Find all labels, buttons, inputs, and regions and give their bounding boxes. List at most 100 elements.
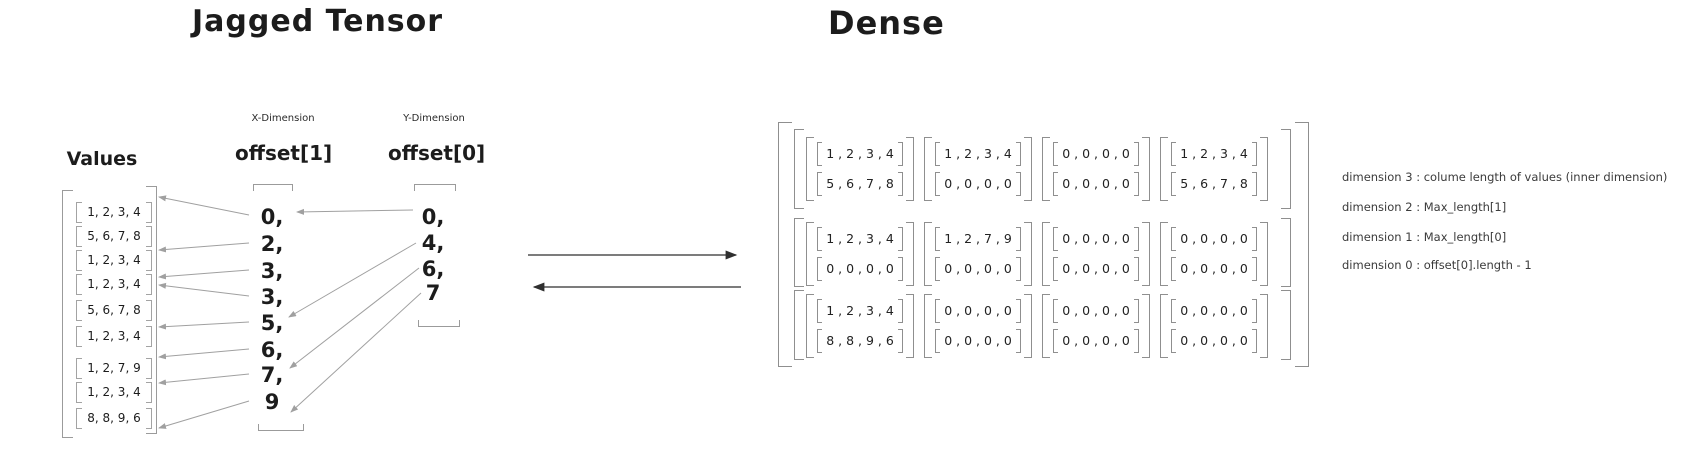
bracket-close-icon — [1134, 299, 1139, 323]
bracket-open-icon — [817, 329, 822, 353]
bracket-close-icon — [146, 250, 152, 271]
bracket-close-icon — [1024, 222, 1032, 286]
values-row: 5, 6, 7, 8 — [76, 300, 152, 321]
bracket-open-icon — [76, 226, 82, 247]
values-label: Values — [66, 148, 138, 170]
dimension-0-annotation: dimension 0 : offset[0].length - 1 — [1342, 258, 1532, 272]
bracket-close-icon — [906, 222, 914, 286]
bracket-close-icon — [906, 137, 914, 201]
bracket-close-icon — [1252, 142, 1257, 166]
dense-group-right-bracket — [1281, 129, 1291, 209]
bracket-open-icon — [1160, 222, 1168, 286]
bracket-close-icon — [1260, 294, 1268, 358]
bracket-close-icon — [1016, 329, 1021, 353]
bracket-close-icon — [898, 227, 903, 251]
bracket-open-icon — [935, 257, 940, 281]
bracket-open-icon — [1171, 299, 1176, 323]
bracket-open-icon — [76, 408, 82, 429]
bracket-close-icon — [1134, 257, 1139, 281]
bracket-open-icon — [1042, 137, 1050, 201]
offset0-to-offset1-arrows — [288, 208, 422, 413]
bracket-open-icon — [1160, 294, 1168, 358]
dense-group-right-bracket — [1281, 290, 1291, 360]
bracket-close-icon — [146, 382, 152, 403]
bracket-close-icon — [1134, 329, 1139, 353]
bracket-close-icon — [146, 358, 152, 379]
bracket-open-icon — [924, 294, 932, 358]
bracket-open-icon — [817, 172, 822, 196]
bracket-close-icon — [898, 299, 903, 323]
values-row: 5, 6, 7, 8 — [76, 226, 152, 247]
bracket-open-icon — [1171, 227, 1176, 251]
values-row: 1, 2, 3, 4 — [76, 382, 152, 403]
offset1-value: 7, — [260, 363, 284, 387]
offset1-value: 2, — [260, 232, 284, 256]
bracket-close-icon — [1134, 227, 1139, 251]
bracket-close-icon — [1134, 142, 1139, 166]
jagged-dense-exchange-arrows — [528, 250, 741, 292]
dimension-1-annotation: dimension 1 : Max_length[0] — [1342, 230, 1507, 244]
values-left-bracket — [62, 190, 73, 438]
offset1-value: 0, — [260, 205, 284, 229]
bracket-close-icon — [1142, 294, 1150, 358]
dense-group-right-bracket — [1281, 218, 1291, 287]
bracket-open-icon — [1171, 329, 1176, 353]
values-row: 1, 2, 3, 4 — [76, 250, 152, 271]
bracket-close-icon — [1024, 294, 1032, 358]
bracket-close-icon — [1016, 172, 1021, 196]
bracket-close-icon — [146, 202, 152, 223]
bracket-open-icon — [1053, 329, 1058, 353]
offset1-value: 3, — [260, 285, 284, 309]
bracket-open-icon — [1053, 142, 1058, 166]
dense-outer-left-bracket — [778, 122, 792, 367]
bracket-close-icon — [146, 274, 152, 295]
bracket-open-icon — [935, 172, 940, 196]
x-dimension-label: X-Dimension — [251, 113, 315, 124]
bracket-close-icon — [1252, 227, 1257, 251]
bracket-close-icon — [1252, 329, 1257, 353]
values-right-bracket — [146, 186, 157, 434]
bracket-open-icon — [76, 326, 82, 347]
bracket-open-icon — [806, 222, 814, 286]
bracket-open-icon — [817, 227, 822, 251]
bracket-close-icon — [898, 172, 903, 196]
bracket-close-icon — [906, 294, 914, 358]
dense-group-left-bracket — [794, 290, 804, 360]
values-row: 1, 2, 7, 9 — [76, 358, 152, 379]
offset1-value: 5, — [260, 311, 284, 335]
bracket-close-icon — [1016, 257, 1021, 281]
values-row: 1, 2, 3, 4 — [76, 202, 152, 223]
offset0-value: 0, — [421, 205, 445, 229]
bracket-close-icon — [1024, 137, 1032, 201]
bracket-open-icon — [924, 137, 932, 201]
bracket-close-icon — [146, 300, 152, 321]
bracket-open-icon — [1053, 299, 1058, 323]
bracket-open-icon — [817, 299, 822, 323]
bracket-open-icon — [76, 300, 82, 321]
bracket-open-icon — [935, 299, 940, 323]
bracket-open-icon — [1160, 137, 1168, 201]
bracket-close-icon — [1142, 222, 1150, 286]
offset1-value: 3, — [260, 259, 284, 283]
y-dimension-label: Y-Dimension — [403, 113, 465, 124]
bracket-open-icon — [1171, 142, 1176, 166]
offset0-value: 7 — [425, 281, 441, 305]
dimension-2-annotation: dimension 2 : Max_length[1] — [1342, 200, 1507, 214]
bracket-close-icon — [898, 257, 903, 281]
bracket-close-icon — [898, 329, 903, 353]
bracket-open-icon — [935, 142, 940, 166]
bracket-open-icon — [76, 250, 82, 271]
bracket-open-icon — [1042, 294, 1050, 358]
bracket-open-icon — [1042, 222, 1050, 286]
bracket-open-icon — [817, 257, 822, 281]
